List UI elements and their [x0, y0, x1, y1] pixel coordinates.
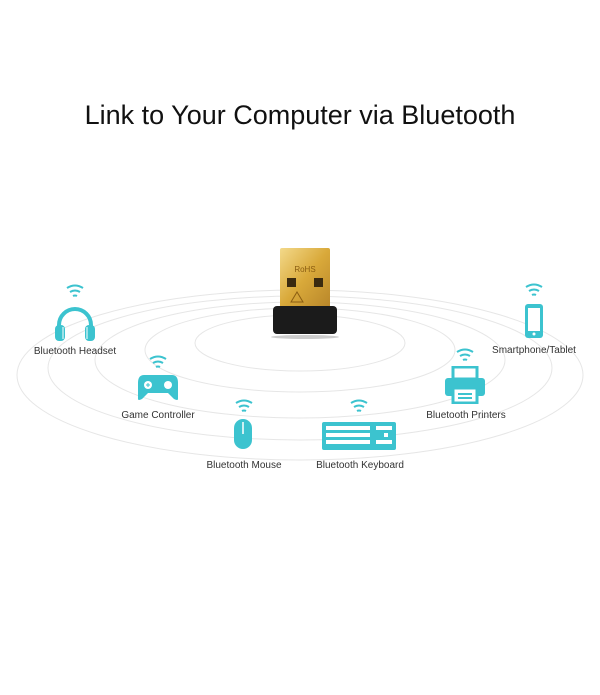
gamepad-icon	[138, 375, 178, 400]
page-title: Link to Your Computer via Bluetooth	[84, 100, 516, 130]
keyboard-icon	[322, 422, 396, 450]
wifi-signal-icon	[66, 284, 84, 297]
wifi-signal-icon	[456, 348, 474, 361]
device-label-keyboard: Bluetooth Keyboard	[316, 460, 404, 471]
wifi-signal-icon	[149, 355, 167, 368]
wifi-signal-icon	[235, 399, 253, 412]
device-label-headset: Bluetooth Headset	[33, 346, 117, 357]
headphones-icon	[55, 307, 95, 341]
mouse-icon	[234, 419, 252, 449]
usb-bluetooth-adapter-icon: RoHS	[271, 248, 339, 339]
device-label-smartphone: Smartphone/Tablet	[492, 345, 576, 356]
device-label-mouse: Bluetooth Mouse	[206, 460, 282, 471]
device-label-gamepad: Game Controller	[121, 410, 195, 421]
printer-icon	[445, 366, 485, 404]
wifi-signal-icon	[525, 283, 543, 296]
rohs-marking: RoHS	[294, 265, 315, 274]
device-label-printer: Bluetooth Printers	[426, 410, 506, 421]
wifi-signal-icon	[350, 399, 368, 412]
smartphone-icon	[525, 304, 543, 338]
